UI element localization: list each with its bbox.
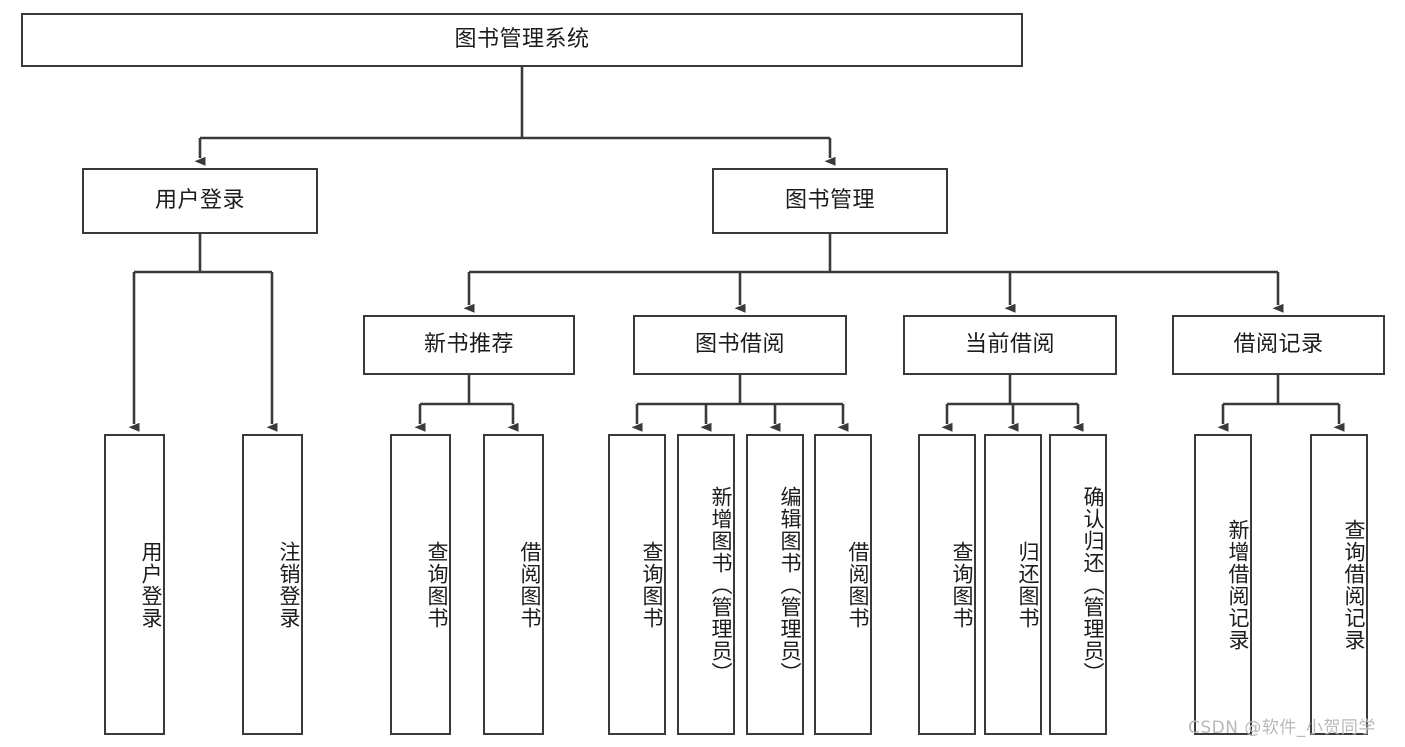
node-root[interactable]: 图书管理系统	[21, 13, 1023, 67]
node-leaf-add-borrow-record[interactable]: 新增借阅记录	[1194, 434, 1252, 735]
node-book-borrow-label: 图书借阅	[694, 332, 785, 358]
node-leaf-query-book-borrow-label: 查询图书	[640, 540, 664, 629]
node-leaf-query-book-borrow[interactable]: 查询图书	[608, 434, 666, 735]
node-leaf-borrow-book-recommend-label: 借阅图书	[518, 540, 542, 629]
node-leaf-return-book[interactable]: 归还图书	[984, 434, 1042, 735]
csdn-watermark: CSDN @软件_小贺同学	[1188, 718, 1376, 738]
node-leaf-logout-login[interactable]: 注销登录	[242, 434, 303, 735]
node-leaf-borrow-book-label: 借阅图书	[846, 540, 870, 629]
node-leaf-add-book-admin-label: 新增图书（管理员）	[709, 485, 733, 684]
node-leaf-return-book-label: 归还图书	[1016, 540, 1040, 629]
node-new-book-recommend[interactable]: 新书推荐	[363, 315, 575, 375]
node-user-login[interactable]: 用户登录	[82, 168, 318, 234]
node-leaf-confirm-return-admin-label: 确认归还（管理员）	[1081, 485, 1105, 684]
node-current-borrow-label: 当前借阅	[964, 332, 1055, 358]
node-borrow-record[interactable]: 借阅记录	[1172, 315, 1385, 375]
node-leaf-borrow-book-recommend[interactable]: 借阅图书	[483, 434, 544, 735]
node-leaf-query-book-recommend[interactable]: 查询图书	[390, 434, 451, 735]
node-book-management[interactable]: 图书管理	[712, 168, 948, 234]
node-leaf-add-book-admin[interactable]: 新增图书（管理员）	[677, 434, 735, 735]
node-new-book-recommend-label: 新书推荐	[423, 332, 514, 358]
node-leaf-confirm-return-admin[interactable]: 确认归还（管理员）	[1049, 434, 1107, 735]
node-leaf-logout-login-label: 注销登录	[277, 540, 301, 629]
node-leaf-borrow-book[interactable]: 借阅图书	[814, 434, 872, 735]
node-root-label: 图书管理系统	[454, 27, 590, 53]
node-book-management-label: 图书管理	[784, 188, 875, 214]
node-current-borrow[interactable]: 当前借阅	[903, 315, 1117, 375]
node-leaf-user-login-label: 用户登录	[139, 540, 163, 629]
node-borrow-record-label: 借阅记录	[1233, 332, 1324, 358]
node-leaf-add-borrow-record-label: 新增借阅记录	[1226, 518, 1250, 651]
node-leaf-query-book-current[interactable]: 查询图书	[918, 434, 976, 735]
node-leaf-user-login[interactable]: 用户登录	[104, 434, 165, 735]
node-leaf-query-borrow-record[interactable]: 查询借阅记录	[1310, 434, 1368, 735]
node-leaf-query-book-recommend-label: 查询图书	[425, 540, 449, 629]
node-user-login-label: 用户登录	[154, 188, 245, 214]
node-leaf-edit-book-admin-label: 编辑图书（管理员）	[778, 485, 802, 684]
node-leaf-edit-book-admin[interactable]: 编辑图书（管理员）	[746, 434, 804, 735]
node-leaf-query-borrow-record-label: 查询借阅记录	[1342, 518, 1366, 651]
node-book-borrow[interactable]: 图书借阅	[633, 315, 847, 375]
node-leaf-query-book-current-label: 查询图书	[950, 540, 974, 629]
